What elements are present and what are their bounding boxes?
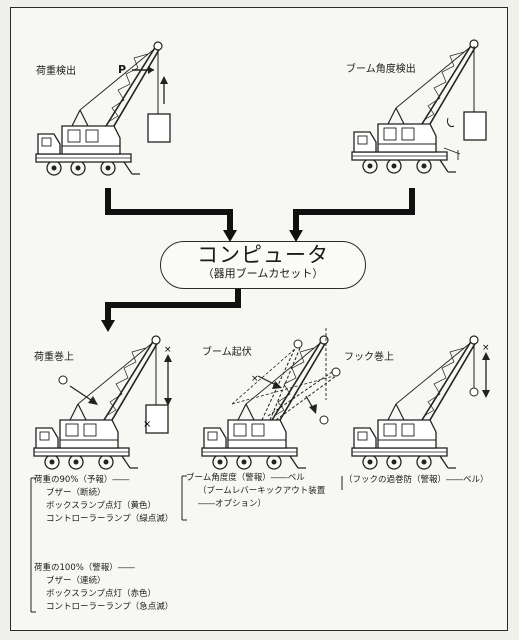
note-load-100-box-lamp: ボックスランプ点灯（赤色）	[46, 589, 156, 599]
label-boom-angle-detection: ブーム角度検出	[346, 64, 416, 75]
note-hook-overwind: （フックの過巻防（警報）――ベル）	[344, 475, 489, 485]
label-load-lift: 荷重巻上	[34, 352, 74, 363]
note-load-100-heading: 荷重の100%（警報）――	[34, 563, 135, 573]
label-load-detection: 荷重検出	[36, 66, 76, 77]
svg-text:×: ×	[164, 345, 172, 355]
note-load-90-buzzer: ブザー（断続）	[46, 488, 106, 498]
computer-title: コンピュータ	[197, 243, 329, 267]
note-load-90-controller-lamp: コントローラーランプ（緑点滅）	[46, 514, 174, 524]
diagram-frame	[10, 7, 508, 631]
computer-box: コンピュータ （器用ブームカセット）	[160, 241, 366, 289]
note-boom-option: ――オプション）	[198, 499, 267, 509]
note-load-100-buzzer: ブザー（連続）	[46, 576, 106, 586]
note-boom-angle-alarm: ブーム角度度（警報）――ベル	[186, 473, 305, 483]
note-boom-kickout: （ブームレバーキックアウト装置	[198, 486, 326, 496]
computer-subtitle: （器用ブームカセット）	[202, 267, 324, 280]
note-load-100-controller-lamp: コントローラーランプ（急点滅）	[46, 602, 174, 612]
label-hook-lift: フック巻上	[344, 352, 394, 363]
svg-text:×: ×	[143, 419, 151, 430]
svg-text:×: ×	[482, 343, 490, 353]
note-load-90-heading: 荷重の90%（予報）――	[34, 475, 130, 485]
svg-text:×: ×	[251, 374, 259, 384]
note-load-90-box-lamp: ボックスランプ点灯（黄色）	[46, 501, 156, 511]
label-boom-raise: ブーム起伏	[202, 347, 252, 358]
label-p-marker: P	[118, 63, 127, 76]
